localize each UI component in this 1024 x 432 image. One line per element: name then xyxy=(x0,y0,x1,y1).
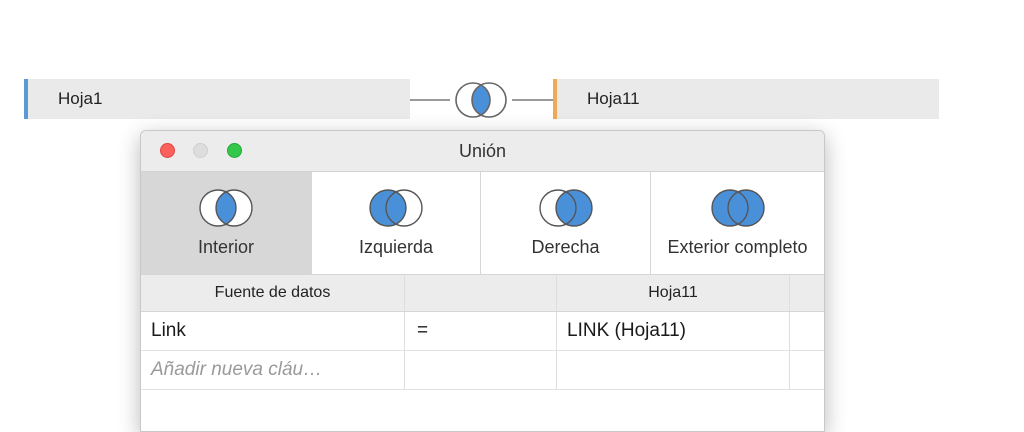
join-connector-right xyxy=(512,99,553,101)
right-table-pill[interactable]: Hoja11 xyxy=(553,79,939,119)
add-clause-operator-cell xyxy=(405,351,557,389)
join-type-right-button[interactable]: Derecha xyxy=(481,172,651,274)
join-type-inner-button[interactable]: Interior xyxy=(141,172,312,274)
table-header-row: Fuente de datos Hoja11 xyxy=(141,275,824,312)
left-table-pill[interactable]: Hoja1 xyxy=(24,79,410,119)
header-left-source: Fuente de datos xyxy=(141,275,405,311)
join-clause-table: Fuente de datos Hoja11 Link = LINK (Hoja… xyxy=(141,275,824,390)
inner-join-icon xyxy=(199,189,253,227)
clause-right-field[interactable]: LINK (Hoja11) xyxy=(557,312,790,350)
clause-operator[interactable]: = xyxy=(405,312,557,350)
join-type-left-label: Izquierda xyxy=(358,237,434,257)
left-table-name: Hoja1 xyxy=(58,89,103,108)
zoom-window-button[interactable] xyxy=(227,143,242,158)
full-outer-join-icon xyxy=(710,189,765,227)
dialog-title: Unión xyxy=(458,141,507,161)
add-clause-row[interactable]: Añadir nueva cláu… xyxy=(141,351,824,390)
right-join-icon xyxy=(538,189,593,227)
join-type-left-button[interactable]: Izquierda xyxy=(312,172,481,274)
dialog-titlebar: Unión xyxy=(141,131,824,172)
table-row[interactable]: Link = LINK (Hoja11) xyxy=(141,312,824,351)
join-dialog: Unión Interior Izquierda xyxy=(140,130,825,432)
add-new-clause-input[interactable]: Añadir nueva cláu… xyxy=(141,351,405,389)
header-spacer xyxy=(790,275,824,311)
inner-join-icon[interactable] xyxy=(446,80,516,120)
minimize-window-button[interactable] xyxy=(193,143,208,158)
header-right-source: Hoja11 xyxy=(557,275,790,311)
left-join-icon xyxy=(369,189,423,227)
join-type-selector: Interior Izquierda Derecha xyxy=(141,172,824,275)
clause-spacer xyxy=(790,312,824,350)
join-connector-left xyxy=(410,99,450,101)
join-type-inner-label: Interior xyxy=(197,237,255,257)
right-table-name: Hoja11 xyxy=(587,89,640,108)
join-type-right-label: Derecha xyxy=(531,237,600,257)
clause-left-field[interactable]: Link xyxy=(141,312,405,350)
add-clause-right-cell xyxy=(557,351,790,389)
close-window-button[interactable] xyxy=(160,143,175,158)
add-clause-spacer xyxy=(790,351,824,389)
join-type-full-outer-button[interactable]: Exterior completo xyxy=(651,172,824,274)
join-type-full-outer-label: Exterior completo xyxy=(667,237,808,257)
header-operator xyxy=(405,275,557,311)
